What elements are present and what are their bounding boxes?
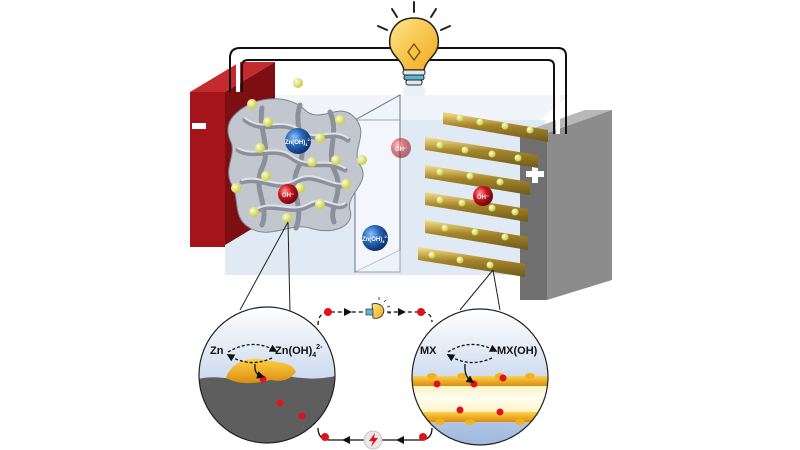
cathode-plus-sign [526,165,544,183]
zoom-line-left-2 [239,221,289,311]
zincate-ion-separator: Zn(OH)42- [362,225,389,251]
anode-product-label: Zn(OH)42- [275,344,323,359]
light-bulb-icon [377,1,451,96]
cathode-reaction-zoom: MX MX(OH) [411,308,549,446]
light-bulb-icon [363,297,391,324]
cathode-reactant-label: MX [420,345,437,357]
zoom-line-right-2 [492,269,501,311]
arrow-icon [398,308,406,316]
arrow-icon [396,436,404,444]
zincate-ion-anode: Zn(OH)42- [285,128,312,154]
cathode-rod [443,112,548,142]
arrow-icon [342,436,350,444]
arrow-icon [446,353,493,364]
svg-text:OH⁻: OH⁻ [282,193,294,199]
anode-reactant-label: Zn [210,345,224,357]
charge-circuit [317,427,433,450]
cathode-rod [418,247,525,277]
svg-text:Zn(OH)42-: Zn(OH)42- [285,137,312,147]
cathode-rod [425,137,538,168]
cathode-particles [428,114,534,269]
arrow-icon [254,363,265,379]
svg-text:Zn(OH)42-: Zn(OH)42- [362,234,389,244]
arrow-icon [344,308,352,316]
hydroxide-ion-separator: OH⁻ [391,138,411,158]
cathode-rods [418,112,548,277]
anode-particles [231,78,367,223]
anode-reaction-zoom: Zn Zn(OH)42- [198,306,336,444]
cathode-rod [425,165,530,195]
lightning-icon [363,430,383,450]
hydroxide-ion-anode: OH⁻ [278,184,298,204]
arrow-icon [464,363,475,384]
hydroxide-ion-cathode: OH⁻ [473,186,493,206]
cathode-rod [425,192,528,222]
anode-minus-sign [192,123,206,129]
discharge-circuit [317,297,433,326]
svg-text:OH⁻: OH⁻ [395,147,407,153]
zoom-line-right [459,269,494,311]
svg-text:OH⁻: OH⁻ [477,195,489,201]
arrow-icon [226,353,273,364]
zoom-line-left [287,221,291,313]
cathode-product-label: MX(OH) [497,345,538,357]
